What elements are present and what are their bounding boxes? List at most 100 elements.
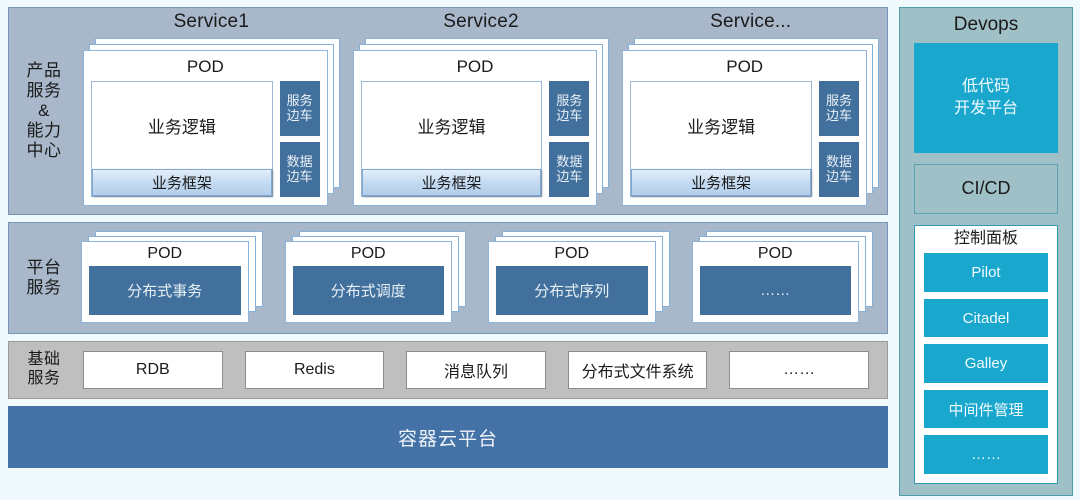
- basic-services-container: RDB Redis 消息队列 分布式文件系统 ……: [79, 342, 887, 398]
- pod-title: POD: [147, 245, 183, 262]
- sidecar-line: 边车: [826, 168, 853, 184]
- platform-pod-group[interactable]: POD 分布式事务: [81, 231, 263, 323]
- data-sidecar-box: 数据 边车: [279, 142, 320, 197]
- platform-service-name: 分布式调度: [292, 266, 444, 315]
- label-line: 服务: [27, 370, 61, 387]
- sidecar-column: 服务 边车 数据 边车: [279, 81, 320, 197]
- basic-service-box[interactable]: ……: [729, 351, 869, 389]
- data-sidecar-box: 数据 边车: [549, 142, 590, 197]
- lowcode-line: 低代码: [961, 78, 1010, 96]
- pod-stack: POD 业务逻辑 业务框架 服务 边车: [352, 38, 610, 206]
- service-group[interactable]: Service1 POD 业务逻辑 业务框架: [83, 12, 340, 206]
- control-panel-item-pilot[interactable]: Pilot: [924, 253, 1048, 292]
- label-line: 基础: [27, 351, 61, 369]
- service-sidecar-box: 服务 边车: [549, 81, 590, 137]
- business-logic-box: 业务逻辑: [147, 118, 216, 138]
- pod-title: POD: [350, 245, 386, 262]
- row-label-product-services: 产品 服务 & 能力 中心: [9, 8, 79, 214]
- platform-pods-container: POD 分布式事务 POD 分布式调度 POD: [79, 223, 887, 333]
- pod-card[interactable]: POD 分布式事务: [81, 241, 249, 323]
- row-basic-services: 基础 服务 RDB Redis 消息队列 分布式文件系统 ……: [8, 341, 888, 399]
- pod-title: POD: [456, 57, 494, 76]
- sidecar-line: 边车: [556, 168, 583, 184]
- sidecar-line: 边车: [286, 107, 313, 123]
- service-group[interactable]: Service... POD 业务逻辑 业务框架: [622, 12, 880, 206]
- sidecar-line: 边车: [826, 107, 853, 123]
- basic-service-box[interactable]: 分布式文件系统: [567, 351, 708, 389]
- business-column: 业务逻辑 业务框架: [360, 81, 543, 197]
- label-line: 服务: [26, 80, 62, 100]
- pod-title: POD: [757, 245, 793, 262]
- label-line: 中心: [26, 141, 62, 161]
- row-label-platform-services: 平台 服务: [9, 223, 79, 333]
- services-container: Service1 POD 业务逻辑 业务框架: [79, 8, 887, 214]
- business-logic-box: 业务逻辑: [687, 118, 756, 138]
- label-line: &: [38, 100, 50, 120]
- pod-card[interactable]: POD 业务逻辑 业务框架 服务 边车: [622, 50, 868, 206]
- platform-service-name: 分布式序列: [496, 266, 648, 315]
- control-panel-title: 控制面板: [953, 229, 1018, 247]
- basic-service-box[interactable]: 消息队列: [406, 351, 546, 389]
- sidecar-line: 服务: [826, 92, 853, 108]
- label-line: 服务: [26, 278, 62, 297]
- pod-body: 业务逻辑 业务框架 服务 边车 数据: [360, 81, 590, 197]
- pod-title: POD: [726, 57, 764, 76]
- platform-stack: 产品 服务 & 能力 中心 Service1 POD: [8, 7, 888, 496]
- label-line: 能力: [26, 121, 62, 141]
- service-group[interactable]: Service2 POD 业务逻辑 业务框架: [352, 11, 610, 206]
- pod-title: POD: [186, 57, 224, 76]
- sidecar-line: 数据: [286, 153, 313, 169]
- data-sidecar-box: 数据 边车: [819, 142, 860, 197]
- row-label-basic-services: 基础 服务: [9, 342, 79, 398]
- sidecar-line: 服务: [286, 92, 313, 108]
- platform-pod-group[interactable]: POD 分布式序列: [488, 231, 670, 323]
- platform-pod-group[interactable]: POD 分布式调度: [284, 231, 466, 323]
- business-logic-box: 业务逻辑: [417, 118, 486, 138]
- row-platform-services: 平台 服务 POD 分布式事务 POD 分布式调: [8, 222, 888, 334]
- business-column: 业务逻辑 业务框架: [630, 81, 813, 197]
- devops-panel: Devops 低代码 开发平台 CI/CD 控制面板 Pilot Citadel…: [899, 7, 1073, 496]
- service-title: Service2: [443, 11, 519, 32]
- pod-stack: POD 业务逻辑 业务框架 服务 边车: [622, 38, 880, 206]
- basic-service-box[interactable]: RDB: [83, 351, 223, 389]
- sidecar-line: 边车: [556, 107, 583, 123]
- service-title: Service1: [173, 11, 250, 32]
- control-panel-item-galley[interactable]: Galley: [924, 344, 1048, 383]
- sidecar-line: 服务: [556, 92, 583, 108]
- pod-card[interactable]: POD 分布式调度: [284, 241, 452, 323]
- row-product-services: 产品 服务 & 能力 中心 Service1 POD: [8, 7, 888, 215]
- business-framework-box: 业务框架: [92, 169, 272, 196]
- lowcode-line: 开发平台: [953, 99, 1018, 117]
- devops-title: Devops: [953, 14, 1019, 35]
- control-panel-item-middleware[interactable]: 中间件管理: [924, 389, 1048, 429]
- business-framework-box: 业务框架: [631, 169, 812, 196]
- platform-service-name: 分布式事务: [89, 266, 241, 315]
- sidecar-line: 边车: [286, 168, 313, 184]
- pod-card[interactable]: POD 业务逻辑 业务框架 服务 边车: [83, 50, 328, 206]
- sidecar-column: 服务 边车 数据 边车: [819, 81, 860, 197]
- control-panel-items: Pilot Citadel Galley 中间件管理 ……: [924, 253, 1048, 474]
- basic-service-box[interactable]: Redis: [244, 351, 385, 389]
- pod-body: 业务逻辑 业务框架 服务 边车 数据: [630, 81, 860, 197]
- platform-service-name: ……: [699, 266, 851, 315]
- business-column: 业务逻辑 业务框架: [91, 81, 273, 197]
- sidecar-line: 数据: [556, 153, 583, 169]
- pod-card[interactable]: POD 业务逻辑 业务框架 服务 边车: [352, 50, 598, 206]
- lowcode-platform-box[interactable]: 低代码 开发平台: [914, 42, 1058, 153]
- control-panel-box: 控制面板 Pilot Citadel Galley 中间件管理 ……: [914, 224, 1058, 484]
- container-cloud-platform-bar: 容器云平台: [8, 406, 888, 468]
- pod-title: POD: [554, 245, 590, 262]
- platform-pod-group[interactable]: POD ……: [691, 231, 873, 323]
- control-panel-item-citadel[interactable]: Citadel: [924, 298, 1048, 338]
- sidecar-line: 数据: [826, 153, 853, 169]
- pod-body: 业务逻辑 业务框架 服务 边车 数据: [91, 81, 320, 197]
- cicd-box[interactable]: CI/CD: [914, 163, 1058, 214]
- control-panel-item-more[interactable]: ……: [924, 435, 1048, 474]
- pod-stack: POD 业务逻辑 业务框架 服务 边车: [83, 38, 340, 206]
- sidecar-column: 服务 边车 数据 边车: [549, 81, 590, 197]
- service-sidecar-box: 服务 边车: [819, 81, 860, 137]
- label-line: 平台: [26, 257, 62, 277]
- pod-card[interactable]: POD ……: [691, 241, 859, 323]
- pod-card[interactable]: POD 分布式序列: [488, 241, 656, 323]
